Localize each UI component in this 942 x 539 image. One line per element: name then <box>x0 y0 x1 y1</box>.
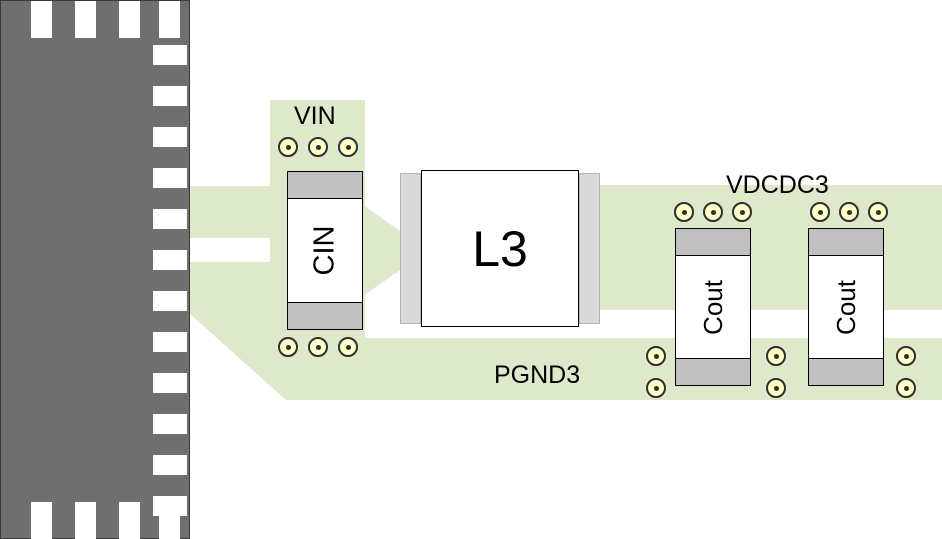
cout1-terminal-bottom <box>676 358 750 385</box>
cin-gnd-via-3 <box>338 337 358 357</box>
chip-to-cin-trace-upper <box>188 186 272 238</box>
ic-pad-right-4 <box>153 168 187 188</box>
l3-inductor: L3 <box>400 170 600 327</box>
vdcdc3-via-1 <box>674 202 694 222</box>
cout1-body: Cout <box>676 256 750 358</box>
pgnd3-net-label: PGND3 <box>494 361 581 389</box>
pgnd3-via-6 <box>896 378 916 398</box>
ic-pad-top-4 <box>159 1 180 38</box>
vin-via-3 <box>338 137 358 157</box>
ic-pad-right-3 <box>153 127 187 147</box>
vdcdc3-via-2 <box>703 202 723 222</box>
vin-via-2 <box>308 137 328 157</box>
l3-label: L3 <box>472 220 528 277</box>
ic-chip <box>0 0 190 539</box>
cin-body: CIN <box>288 199 362 302</box>
vin-via-1 <box>278 137 298 157</box>
ic-pad-right-9 <box>153 373 187 393</box>
vdcdc3-via-5 <box>839 202 859 222</box>
vdcdc3-via-4 <box>810 202 830 222</box>
cout2-capacitor: Cout <box>808 228 884 386</box>
ic-pad-bottom-2 <box>75 502 96 539</box>
ic-pad-right-11 <box>153 455 187 475</box>
pgnd3-via-5 <box>896 346 916 366</box>
ic-pad-right-1 <box>153 45 187 65</box>
vdcdc3-net-label: VDCDC3 <box>726 171 829 199</box>
cout2-label: Cout <box>830 279 861 335</box>
l3-body: L3 <box>421 170 579 327</box>
cout2-terminal-bottom <box>809 358 883 385</box>
ic-pad-top-1 <box>31 1 52 38</box>
ic-pad-top-2 <box>75 1 96 38</box>
cin-gnd-via-2 <box>308 337 328 357</box>
chip-to-pgnd3-trace <box>190 282 352 400</box>
ic-pad-right-10 <box>153 414 187 434</box>
ic-pad-bottom-3 <box>119 502 140 539</box>
ic-pad-right-2 <box>153 86 187 106</box>
vin-net-label: VIN <box>294 102 336 130</box>
ic-pad-right-7 <box>153 291 187 311</box>
cin-capacitor: CIN <box>287 171 363 330</box>
cin-terminal-top <box>288 172 362 199</box>
cin-terminal-bottom <box>288 302 362 329</box>
vdcdc3-pour <box>596 185 942 310</box>
cout1-capacitor: Cout <box>675 228 751 386</box>
pgnd3-via-2 <box>646 378 666 398</box>
ic-pad-bottom-1 <box>31 502 52 539</box>
pgnd3-via-4 <box>766 378 786 398</box>
cout2-terminal-top <box>809 229 883 256</box>
vdcdc3-via-6 <box>868 202 888 222</box>
l3-pad-left <box>400 173 421 324</box>
l3-pad-right <box>579 173 600 324</box>
ic-pad-top-3 <box>119 1 140 38</box>
cout1-label: Cout <box>697 279 728 335</box>
cin-gnd-via-1 <box>278 337 298 357</box>
ic-pad-right-5 <box>153 209 187 229</box>
pgnd3-via-3 <box>766 346 786 366</box>
ic-pad-right-8 <box>153 332 187 352</box>
ic-pad-right-12 <box>153 496 187 516</box>
cin-label: CIN <box>308 225 341 276</box>
vdcdc3-via-3 <box>732 202 752 222</box>
cin-to-l3-trace <box>363 205 403 296</box>
pgnd3-via-1 <box>646 346 666 366</box>
cout2-body: Cout <box>809 256 883 358</box>
ic-pad-right-6 <box>153 250 187 270</box>
cout1-terminal-top <box>676 229 750 256</box>
